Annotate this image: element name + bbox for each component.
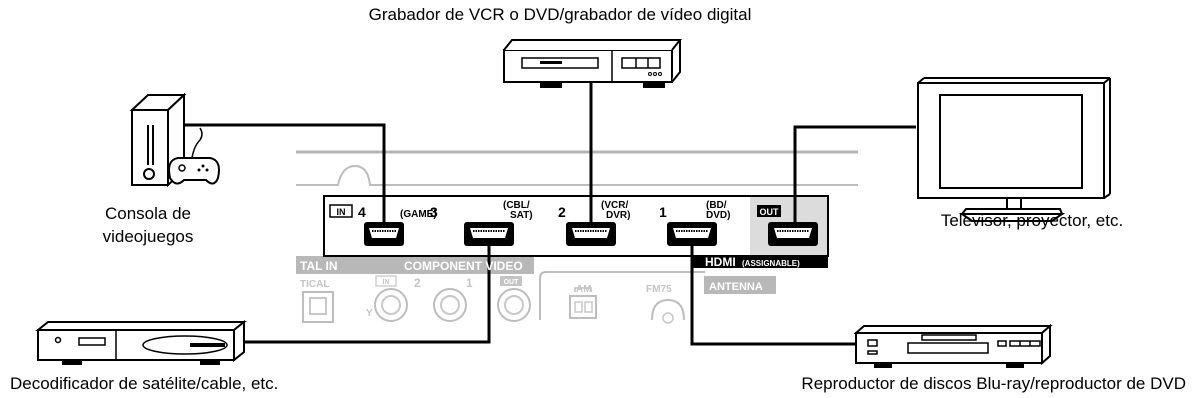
satellite-box-icon bbox=[35, 319, 247, 365]
hdmi-connector-3 bbox=[464, 222, 514, 246]
receiver-back-panel bbox=[296, 150, 858, 324]
port-1-name-1: (BD/ bbox=[706, 200, 727, 211]
port-2-number: 2 bbox=[558, 204, 566, 220]
am-label: AM bbox=[576, 284, 592, 295]
digital-in-label: TAL IN bbox=[300, 259, 338, 273]
console-label-line2: videojuegos bbox=[102, 227, 194, 246]
panel-labels: IN 4 (GAME) 3 (CBL/ SAT) 2 (VCR/ DVR) 1 … bbox=[300, 200, 800, 319]
hdmi-connectors bbox=[364, 222, 818, 246]
fm-label: FM75 bbox=[646, 284, 672, 295]
hdmi-connector-1 bbox=[667, 222, 717, 246]
component-1-label: 1 bbox=[466, 276, 473, 290]
port-4-number: 4 bbox=[358, 204, 366, 220]
cable-tv bbox=[793, 125, 916, 230]
in-badge: IN bbox=[337, 207, 346, 217]
bluray-label: Reproductor de discos Blu-ray/reproducto… bbox=[801, 374, 1186, 393]
component-2-label: 2 bbox=[414, 276, 421, 290]
game-console-icon bbox=[129, 92, 220, 188]
cable-game bbox=[181, 123, 386, 230]
cables bbox=[181, 82, 916, 346]
component-in-badge: IN bbox=[383, 279, 390, 286]
satellite-label: Decodificador de satélite/cable, etc. bbox=[10, 374, 279, 393]
port-2-name-2: DVR) bbox=[606, 210, 630, 221]
port-3-name-2: SAT) bbox=[510, 210, 533, 221]
y-label: Y bbox=[366, 308, 373, 319]
hdmi-connector-out bbox=[768, 222, 818, 246]
cable-satellite bbox=[232, 240, 491, 344]
hdmi-label: HDMI bbox=[705, 255, 736, 269]
console-label-line1: Consola de bbox=[104, 204, 191, 223]
bluray-player-icon bbox=[853, 323, 1053, 368]
hdmi-assignable: (ASSIGNABLE) bbox=[742, 259, 800, 268]
port-1-name-2: DVD) bbox=[706, 210, 730, 221]
port-1-number: 1 bbox=[659, 204, 667, 220]
vcr-label: Grabador de VCR o DVD/grabador de vídeo … bbox=[368, 5, 752, 24]
port-3-name-1: (CBL/ bbox=[503, 200, 530, 211]
component-out-badge: OUT bbox=[504, 279, 520, 286]
television-icon bbox=[917, 77, 1111, 222]
port-4-name: (GAME) bbox=[400, 209, 437, 220]
hdmi-connector-4 bbox=[364, 222, 404, 246]
tv-label: Televisor, proyector, etc. bbox=[940, 211, 1124, 230]
vcr-device-icon bbox=[503, 39, 683, 88]
port-3-number: 3 bbox=[430, 204, 438, 220]
hdmi-connector-2 bbox=[566, 222, 616, 246]
out-badge: OUT bbox=[760, 207, 780, 217]
port-2-name-1: (VCR/ bbox=[601, 200, 628, 211]
optical-label: TICAL bbox=[300, 279, 329, 290]
antenna-label: ANTENNA bbox=[709, 281, 763, 293]
cable-bluray bbox=[690, 240, 860, 346]
component-video-label: COMPONENT VIDEO bbox=[404, 259, 523, 273]
